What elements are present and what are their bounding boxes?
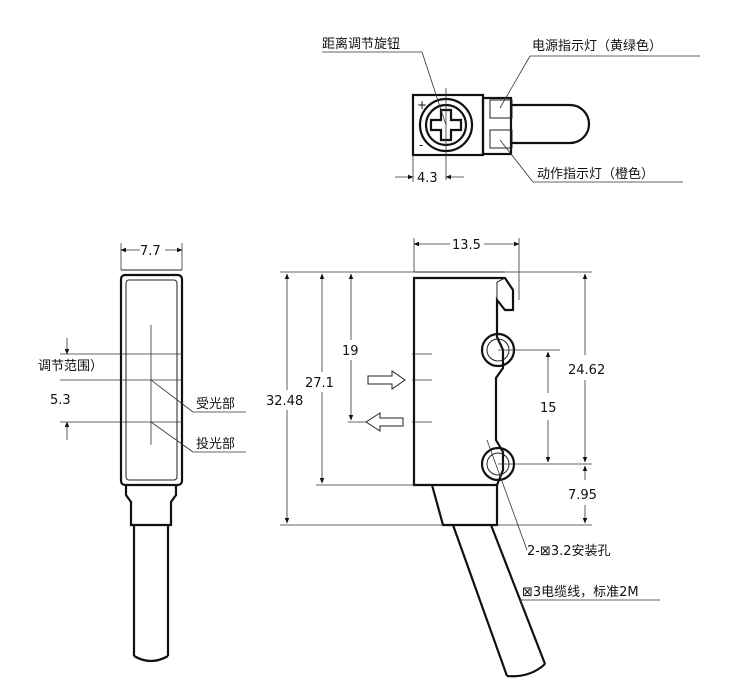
dim-32-48: 32.48: [266, 394, 303, 409]
leader-knob: [421, 51, 447, 126]
action-led: [489, 129, 513, 149]
side-cable-end: [506, 663, 546, 678]
label-action-led: 动作指示灯（橙色）: [537, 166, 654, 182]
side-cable-left: [451, 524, 509, 677]
label-mount-holes: 2-⊠3.2安装孔: [527, 544, 611, 559]
dim-15: 15: [540, 401, 557, 416]
leader-power-led: [499, 55, 531, 109]
side-body: [412, 276, 515, 487]
front-view: 7.7 调节范围） 5.3 受光部 投光部: [38, 243, 246, 663]
label-emitter: 投光部: [196, 436, 235, 452]
side-top-bevel: [496, 277, 506, 300]
top-view: + - 4.3 距离调节旋钮 电源指示灯（黄绿色） 动作指示灯（橙色）: [322, 36, 700, 186]
leader-cable: [519, 599, 526, 611]
label-power-led: 电源指示灯（黄绿色）: [532, 38, 662, 54]
leader-emitter: [150, 421, 194, 453]
dim-24-62: 24.62: [568, 363, 605, 378]
emit-arrow-icon: [365, 412, 404, 432]
leader-mount-holes: [486, 439, 528, 551]
label-cable: ⊠3电缆线，标准2M: [522, 584, 639, 600]
dim-5-3: 5.3: [50, 393, 71, 408]
plus-mark: +: [417, 98, 427, 112]
top-cable-stub: [511, 103, 591, 145]
minus-mark: -: [419, 138, 423, 152]
dim-7-95: 7.95: [568, 488, 597, 503]
front-cable-end: [133, 655, 169, 663]
side-view: 13.5 32.48 27.1 19 24.62 15 7.95 2-⊠3.2安…: [266, 238, 660, 678]
leader-receiver: [150, 379, 194, 413]
knob-cross-slot: [429, 108, 463, 142]
side-neck: [430, 484, 499, 527]
dim-27-1: 27.1: [305, 376, 334, 391]
dim-7-7: 7.7: [140, 244, 161, 259]
receive-arrow-icon: [367, 370, 406, 390]
top-led-housing: [481, 96, 513, 156]
dim-19: 19: [342, 344, 359, 359]
leader-action-led: [499, 139, 534, 183]
dim-13-5: 13.5: [452, 238, 481, 253]
power-led: [489, 99, 513, 119]
front-neck: [124, 485, 178, 527]
label-adjust-range: 调节范围）: [38, 359, 103, 374]
label-distance-knob: 距离调节旋钮: [322, 36, 400, 52]
dim-4-3: 4.3: [417, 171, 438, 186]
side-cable-right: [489, 524, 547, 665]
label-receiver: 受光部: [196, 397, 235, 412]
